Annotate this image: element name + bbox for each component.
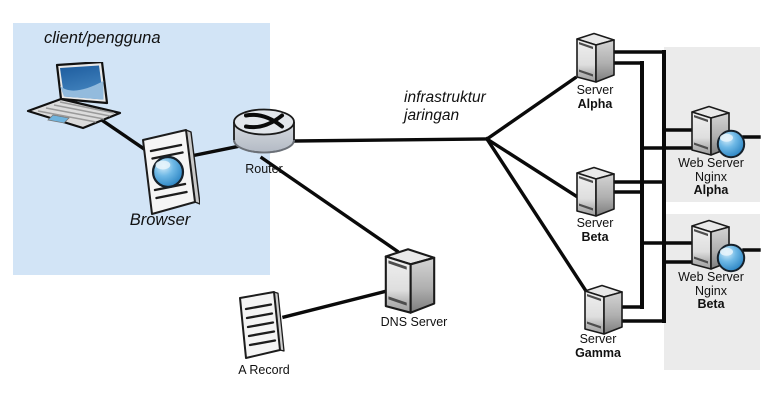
ws-beta-label-line2: Nginx bbox=[695, 283, 727, 298]
server-gamma-label: Server Gamma bbox=[568, 332, 628, 360]
server-beta-label-line1: Server bbox=[576, 216, 614, 230]
network-infrastructure-label: infrastruktur jaringan bbox=[404, 89, 486, 124]
wire-hub-server-beta bbox=[484, 136, 579, 199]
wire-router-hub bbox=[293, 137, 489, 143]
browser-label: Browser bbox=[129, 211, 191, 229]
server-gamma-label-line2: Gamma bbox=[575, 345, 621, 360]
client-region-label: client/pengguna bbox=[44, 29, 161, 47]
server-beta-label: Server Beta bbox=[565, 216, 625, 244]
a-record-label: A Record bbox=[238, 363, 290, 377]
laptop-icon bbox=[26, 62, 122, 134]
ws-beta-label-line3: Beta bbox=[697, 297, 725, 311]
network-infrastructure-label-line2: jaringan bbox=[404, 106, 460, 124]
ws-alpha-label-line2: Nginx bbox=[695, 169, 727, 184]
network-infrastructure-label-line1: infrastruktur bbox=[404, 89, 486, 106]
dns-server-icon bbox=[383, 246, 437, 314]
server-alpha-label-line2: Alpha bbox=[577, 96, 613, 111]
wire-arecord-dns bbox=[281, 288, 390, 320]
ws-beta-label-line1: Web Server bbox=[678, 270, 744, 284]
ws-alpha-label-line1: Web Server bbox=[678, 156, 744, 170]
dns-server-label: DNS Server bbox=[380, 315, 448, 329]
browser-globe-icon bbox=[138, 127, 200, 219]
wire-hub-server-alpha bbox=[484, 75, 578, 142]
web-server-nginx-alpha-label: Web Server Nginx Alpha bbox=[673, 156, 749, 198]
wire-router-dns bbox=[259, 155, 400, 254]
web-server-nginx-beta-label: Web Server Nginx Beta bbox=[673, 270, 749, 312]
web-server-nginx-alpha-icon bbox=[690, 104, 748, 160]
server-alpha-label: Server Alpha bbox=[565, 83, 625, 111]
ws-alpha-label-line3: Alpha bbox=[693, 183, 729, 197]
server-gamma-label-line1: Server bbox=[579, 332, 617, 346]
server-alpha-icon bbox=[575, 31, 616, 83]
router-label: Router bbox=[245, 162, 283, 176]
server-gamma-icon bbox=[583, 283, 624, 335]
wire-hub-server-gamma bbox=[484, 136, 589, 294]
server-beta-icon bbox=[575, 165, 616, 217]
server-alpha-label-line1: Server bbox=[576, 83, 614, 97]
server-beta-label-line2: Beta bbox=[581, 229, 609, 244]
a-record-document-icon bbox=[234, 290, 286, 362]
web-server-nginx-beta-icon bbox=[690, 218, 748, 274]
router-icon bbox=[231, 106, 297, 162]
wire-browser-router bbox=[183, 143, 243, 160]
